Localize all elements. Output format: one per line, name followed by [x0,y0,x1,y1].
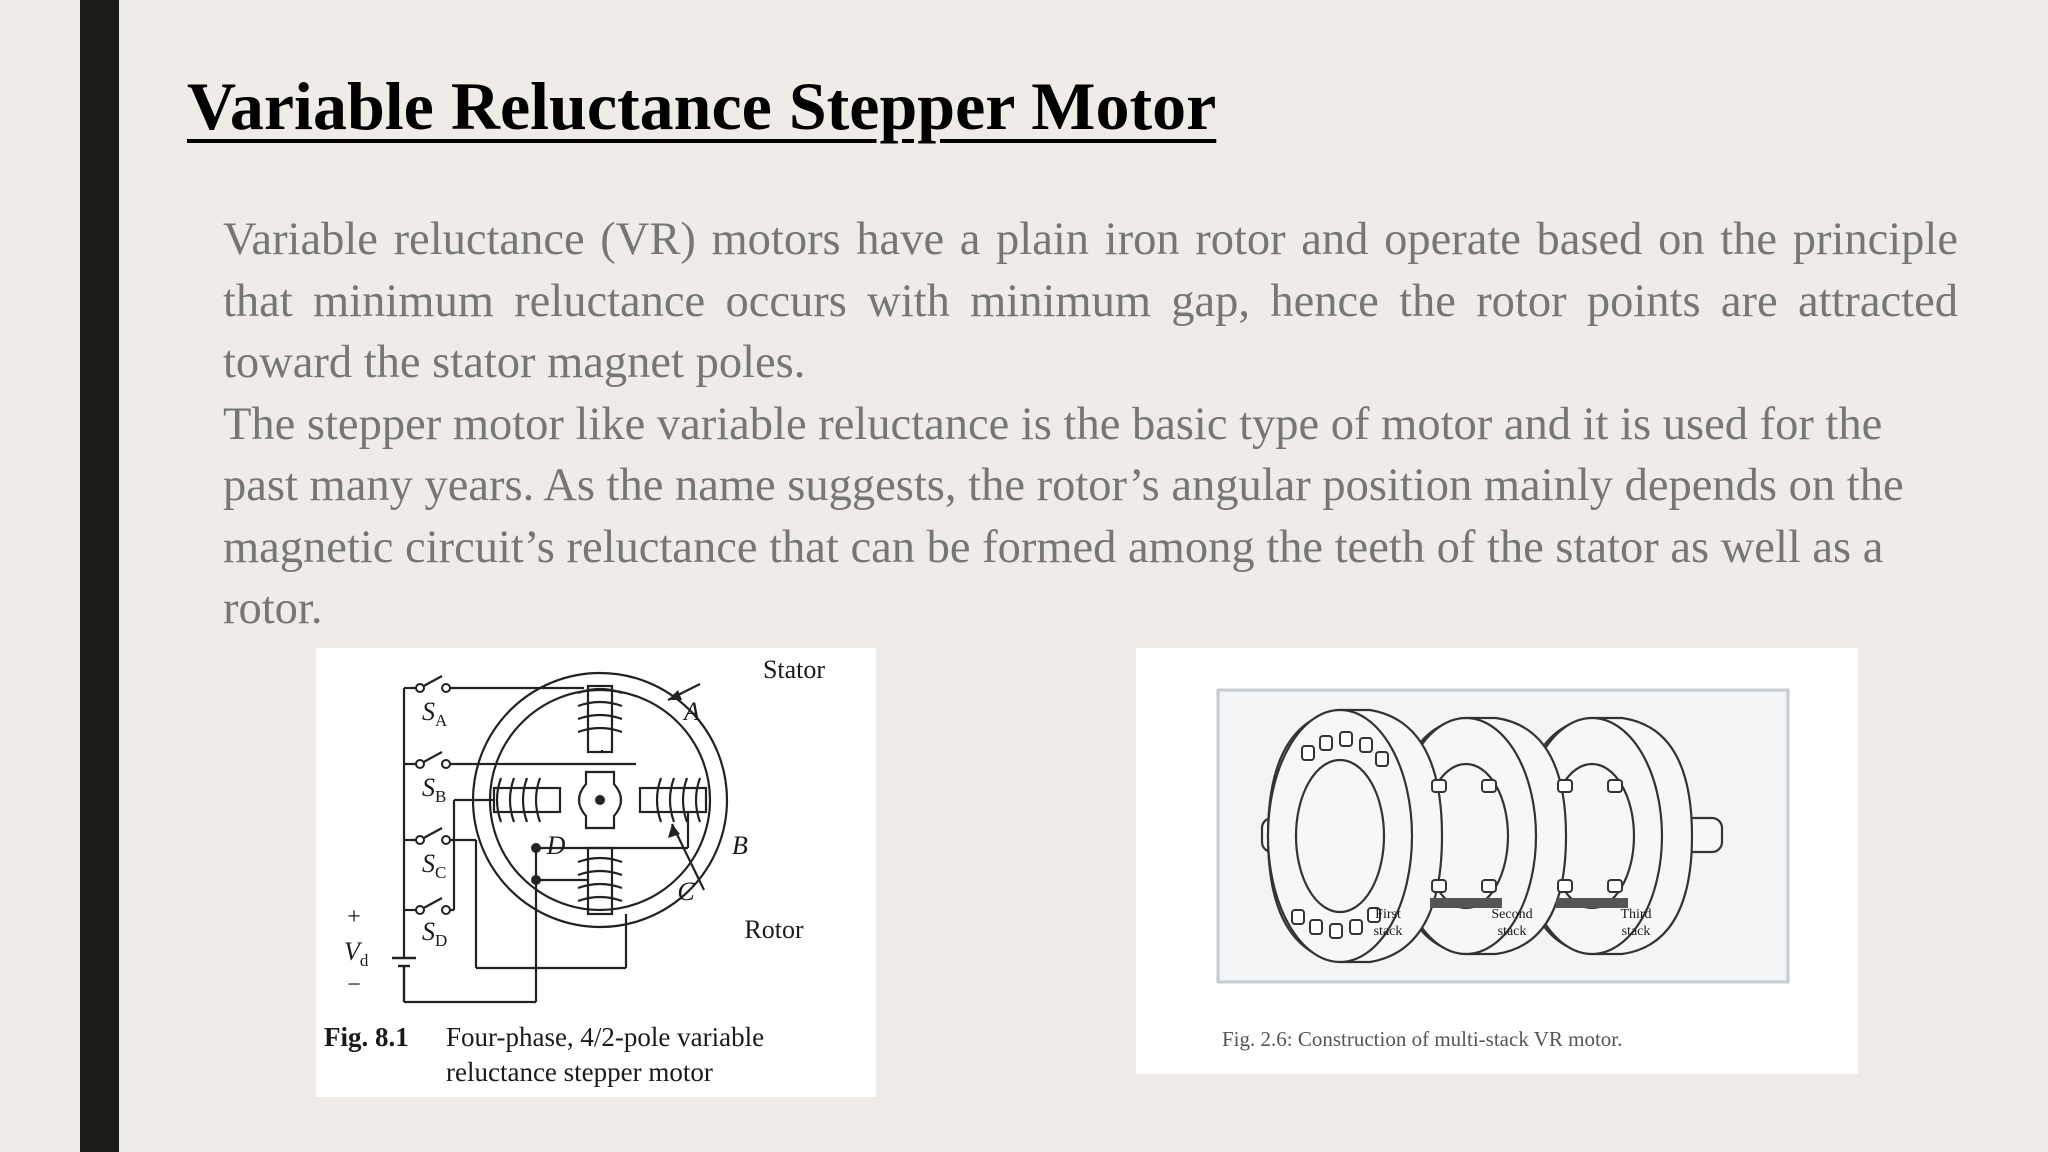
stack3-label-line2: stack [1622,924,1651,939]
coil-c [577,856,623,903]
stack1-label-line1: First [1375,907,1401,922]
coil-a [577,687,623,734]
pole-b [638,786,708,814]
pole-a [586,684,614,754]
paragraph-vr-principle: Variable reluctance (VR) motors have a p… [223,214,1958,388]
slide-title: Variable Reluctance Stepper Motor [187,68,1217,144]
multi-stack-motor-drawing: First stack Second stack Third stack Fig… [1216,688,1790,1051]
switch-c-label: SC [422,849,446,882]
stack2-label-line2: stack [1498,924,1527,939]
stator-label: Stator [763,655,825,684]
pole-d [492,786,562,814]
figure1-caption-line2: reluctance stepper motor [446,1057,713,1087]
switch-a-label: SA [422,697,448,730]
coil-b [655,777,702,823]
supply-minus: − [347,972,361,998]
stack3-label-line1: Third [1620,907,1651,922]
coil-d [495,777,542,823]
pole-a-label: A [682,697,700,726]
switch-d-label: SD [422,917,447,950]
figure1-caption-line1: Four-phase, 4/2-pole variable [446,1022,764,1052]
rotor-shape [577,770,623,830]
pole-b-label: B [732,831,748,860]
supply-plus: + [347,904,361,930]
paragraph-vr-history: The stepper motor like variable reluctan… [223,398,1904,635]
pole-d-label: D [546,831,566,860]
switch-b-label: SB [422,773,446,806]
four-phase-motor-diagram: Stator Rotor A B C D SA SB SC SD + Vd − … [324,655,825,1087]
stack2-label-line1: Second [1491,907,1532,922]
supply-label: Vd [344,937,369,970]
figure2-caption: Fig. 2.6: Construction of multi-stack VR… [1222,1027,1622,1051]
pole-c-label: C [677,877,695,906]
figure1-caption-number: Fig. 8.1 [324,1022,409,1052]
figure-multi-stack-motor: First stack Second stack Third stack Fig… [1136,648,1858,1074]
slide-body: Variable reluctance (VR) motors have a p… [223,209,1958,640]
stack1-label-line2: stack [1374,924,1403,939]
left-accent-bar [80,0,119,1152]
figure-four-phase-motor: Stator Rotor A B C D SA SB SC SD + Vd − … [316,648,876,1097]
rotor-label: Rotor [744,915,804,944]
